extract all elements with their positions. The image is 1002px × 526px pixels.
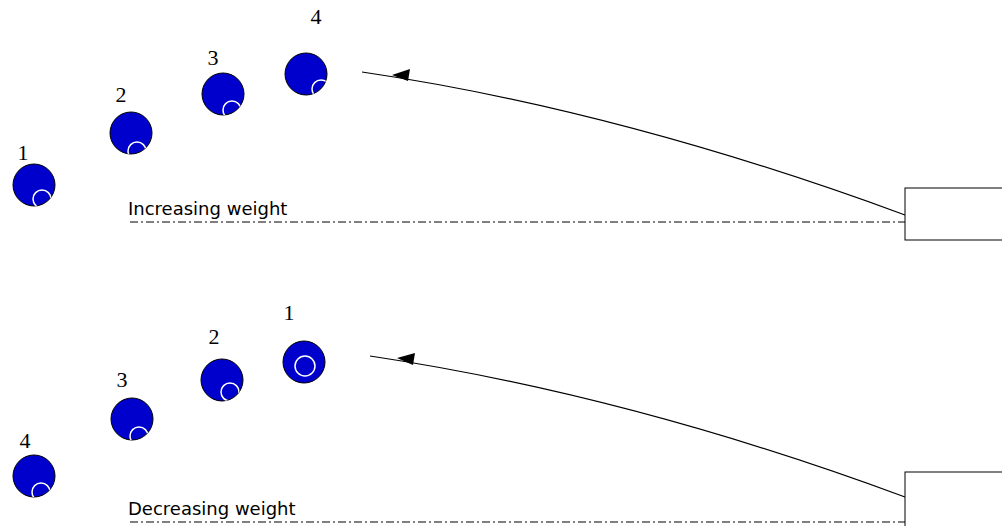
bowl [201,359,243,401]
callout-number: 3 [208,45,219,70]
arrowhead [397,353,415,365]
caption-label: Increasing weight [128,199,287,220]
callout-number: 2 [116,82,127,107]
bowl [285,53,330,98]
callout-number: 1 [284,300,295,325]
callout-number: 1 [18,140,29,165]
bowl [202,73,244,119]
centre-line [130,222,905,223]
bowl [13,164,55,208]
callout-number: 4 [311,4,322,29]
centre-line [130,522,905,523]
callout-number: 4 [20,428,31,453]
bowl [13,455,55,501]
callout-number: 3 [117,367,128,392]
delivery-path [362,72,905,215]
bowl [110,112,152,160]
arrowhead [392,69,410,81]
bowl [283,341,325,383]
mat [905,188,1002,240]
bowl [111,398,153,445]
delivery-path [370,356,905,497]
callout-number: 2 [209,324,220,349]
mat [905,472,1002,526]
caption-label: Decreasing weight [128,499,296,520]
